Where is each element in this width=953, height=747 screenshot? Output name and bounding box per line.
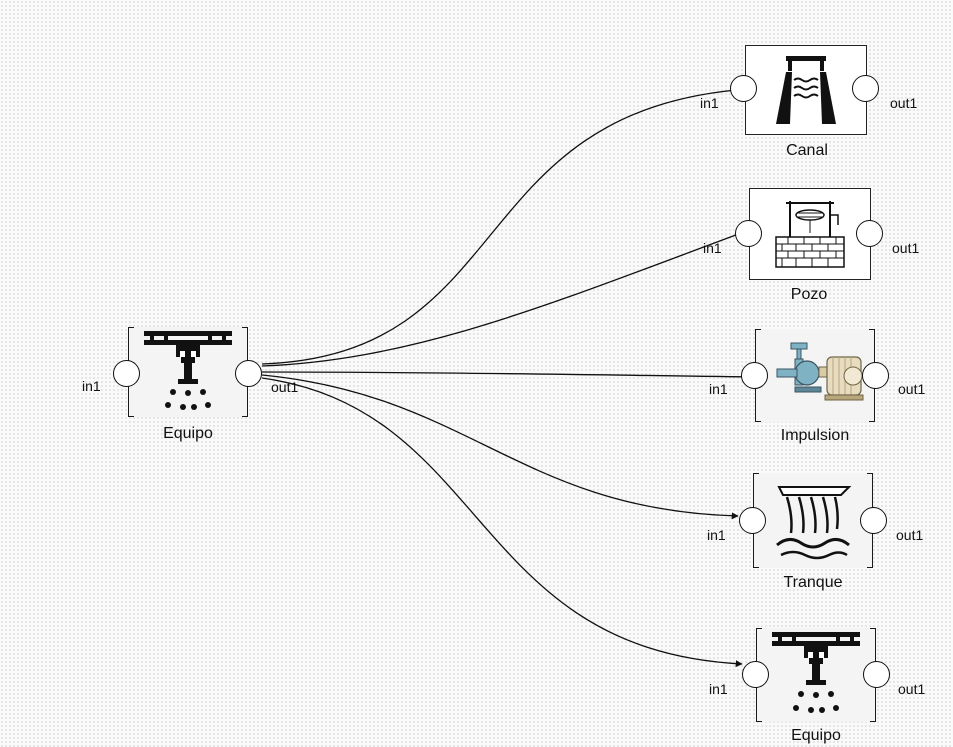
edge-equipo-to-impulsion[interactable]: [261, 371, 759, 381]
impulsion-output-port[interactable]: [862, 362, 889, 389]
pozo-input-port[interactable]: [735, 220, 762, 247]
dam-icon: [776, 486, 852, 560]
canal-title: Canal: [786, 142, 828, 159]
edge-equipo-to-canal[interactable]: [261, 85, 749, 365]
canal-output-port[interactable]: [852, 75, 879, 102]
tranque-input-port[interactable]: [739, 507, 766, 534]
edge-equipo-to-equipo[interactable]: [261, 377, 743, 668]
impulsion-in-label: in1: [709, 381, 728, 397]
equipo-source-output-port[interactable]: [235, 360, 262, 387]
pump-motor-icon: [776, 342, 864, 401]
node-tranque-body[interactable]: [753, 473, 873, 568]
pozo-in-label: in1: [703, 240, 722, 256]
canal-out-label: out1: [890, 95, 918, 111]
equipo-target-output-port[interactable]: [863, 661, 890, 688]
sprinkler-icon: [144, 331, 232, 410]
canal-icon: [776, 56, 836, 124]
tranque-in-label: in1: [707, 527, 726, 543]
impulsion-input-port[interactable]: [741, 362, 768, 389]
pozo-out-label: out1: [892, 240, 920, 256]
equipo-source-title: Equipo: [163, 425, 213, 442]
tranque-output-port[interactable]: [860, 507, 887, 534]
node-impulsion-body[interactable]: [755, 329, 875, 422]
equipo-source-in-label: in1: [82, 378, 101, 394]
impulsion-title: Impulsion: [780, 427, 850, 444]
node-canal-body[interactable]: [745, 45, 867, 135]
equipo-source-input-port[interactable]: [113, 360, 140, 387]
equipo-target-in-label: in1: [709, 681, 728, 697]
node-equipo-source-body[interactable]: [128, 327, 248, 417]
node-pozo-body[interactable]: [749, 188, 871, 280]
tranque-out-label: out1: [896, 527, 924, 543]
equipo-target-input-port[interactable]: [742, 661, 769, 688]
edge-equipo-to-tranque[interactable]: [261, 374, 739, 520]
well-icon: [775, 201, 845, 268]
edge-equipo-to-pozo[interactable]: [261, 227, 753, 367]
canal-in-label: in1: [700, 95, 719, 111]
impulsion-out-label: out1: [898, 381, 926, 397]
canal-input-port[interactable]: [730, 75, 757, 102]
equipo-target-out-label: out1: [898, 681, 926, 697]
pozo-output-port[interactable]: [856, 220, 883, 247]
equipo-target-title: Equipo: [791, 727, 841, 744]
pozo-title: Pozo: [790, 286, 828, 303]
tranque-title: Tranque: [783, 574, 843, 591]
equipo-source-out-label: out1: [271, 379, 299, 395]
node-equipo-target-body[interactable]: [756, 628, 876, 722]
sprinkler-icon: [772, 632, 860, 713]
